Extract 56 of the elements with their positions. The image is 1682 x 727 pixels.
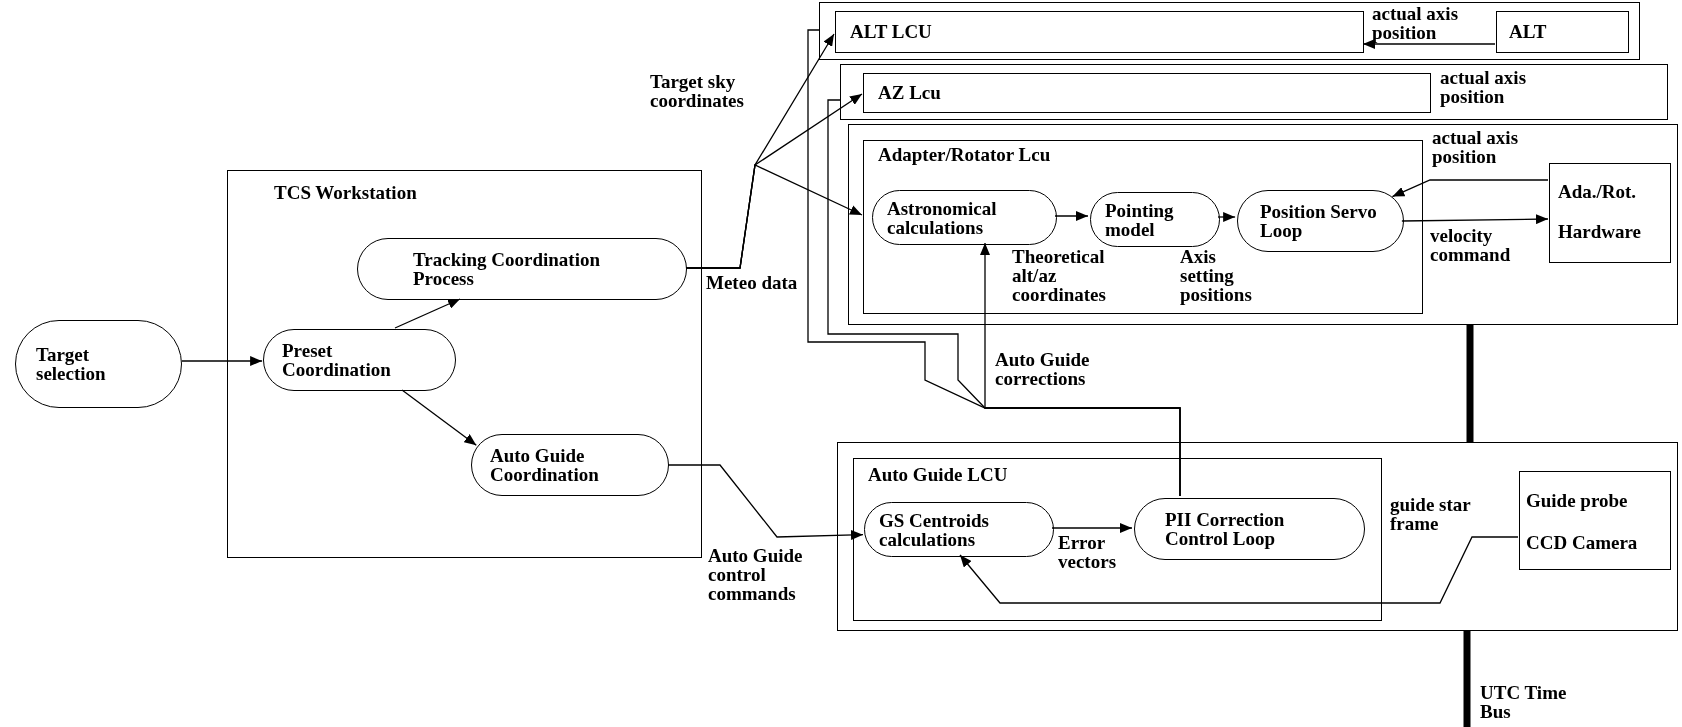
process-pill: Target selection [15,320,182,408]
arrow [1051,523,1133,533]
process-pill: Position Servo Loop [1237,190,1404,252]
arrow [685,164,863,269]
edge-label: velocity command [1430,226,1512,264]
arrow [959,536,1519,604]
hardware-box [1519,471,1671,570]
lcu-card-panel [848,124,1678,325]
process-pill: GS Centroids calculations [864,502,1054,557]
edge-label: Auto Guide control commands [708,546,804,603]
arrow [394,298,461,329]
annotation-label: Meteo data [706,273,799,292]
lcu-card-panel [840,64,1668,120]
box-title: Adapter/Rotator Lcu [878,145,1051,164]
box-title: Auto Guide LCU [868,465,1008,484]
arrow [1217,212,1236,222]
box-title: Ada./Rot. Hardware [1558,180,1643,244]
edge-label: Theoretical alt/az coordinates [1012,247,1107,304]
annotation-label: Target sky coordinates [650,72,745,110]
process-pill: Astronomical calculations [872,190,1057,245]
bus-line [1463,631,1471,727]
lcu-box [853,458,1382,621]
arrow [1401,214,1549,225]
arrow [1054,211,1089,221]
arrow [667,464,864,540]
lcu-box [863,140,1423,314]
box-title: Guide probe CCD Camera [1526,489,1639,555]
box-title: AZ Lcu [878,83,941,102]
arrow [401,389,477,446]
arrow [1362,39,1496,49]
connector-line [827,99,1181,497]
lcu-card-panel [819,2,1640,60]
process-pill: Auto Guide Coordination [471,434,669,496]
edge-label: Error vectors [1058,533,1118,571]
arrow [1391,179,1549,198]
workstation-box [227,170,702,558]
process-pill: PII Correction Control Loop [1134,498,1365,560]
bus-line [1466,325,1474,442]
arrow [181,356,263,366]
box-title: ALT LCU [850,22,932,41]
process-pill: Pointing model [1090,192,1220,247]
hardware-box [1496,11,1629,53]
edge-label: guide star frame [1390,495,1472,533]
lcu-box [863,73,1431,113]
lcu-card-panel [837,442,1678,631]
process-pill: Preset Coordination [263,329,456,391]
hardware-box [1549,163,1671,263]
edge-label: actual axis position [1432,128,1520,166]
box-title: ALT [1509,22,1547,41]
edge-label: actual axis position [1372,4,1460,42]
annotation-label: actual axis position [1440,68,1528,106]
edge-label: Auto Guide corrections [995,350,1091,388]
lcu-box [835,11,1364,53]
process-pill: Tracking Coordination Process [357,238,687,300]
bus-label: UTC Time Bus [1480,683,1568,721]
box-title: TCS Workstation [274,183,417,202]
